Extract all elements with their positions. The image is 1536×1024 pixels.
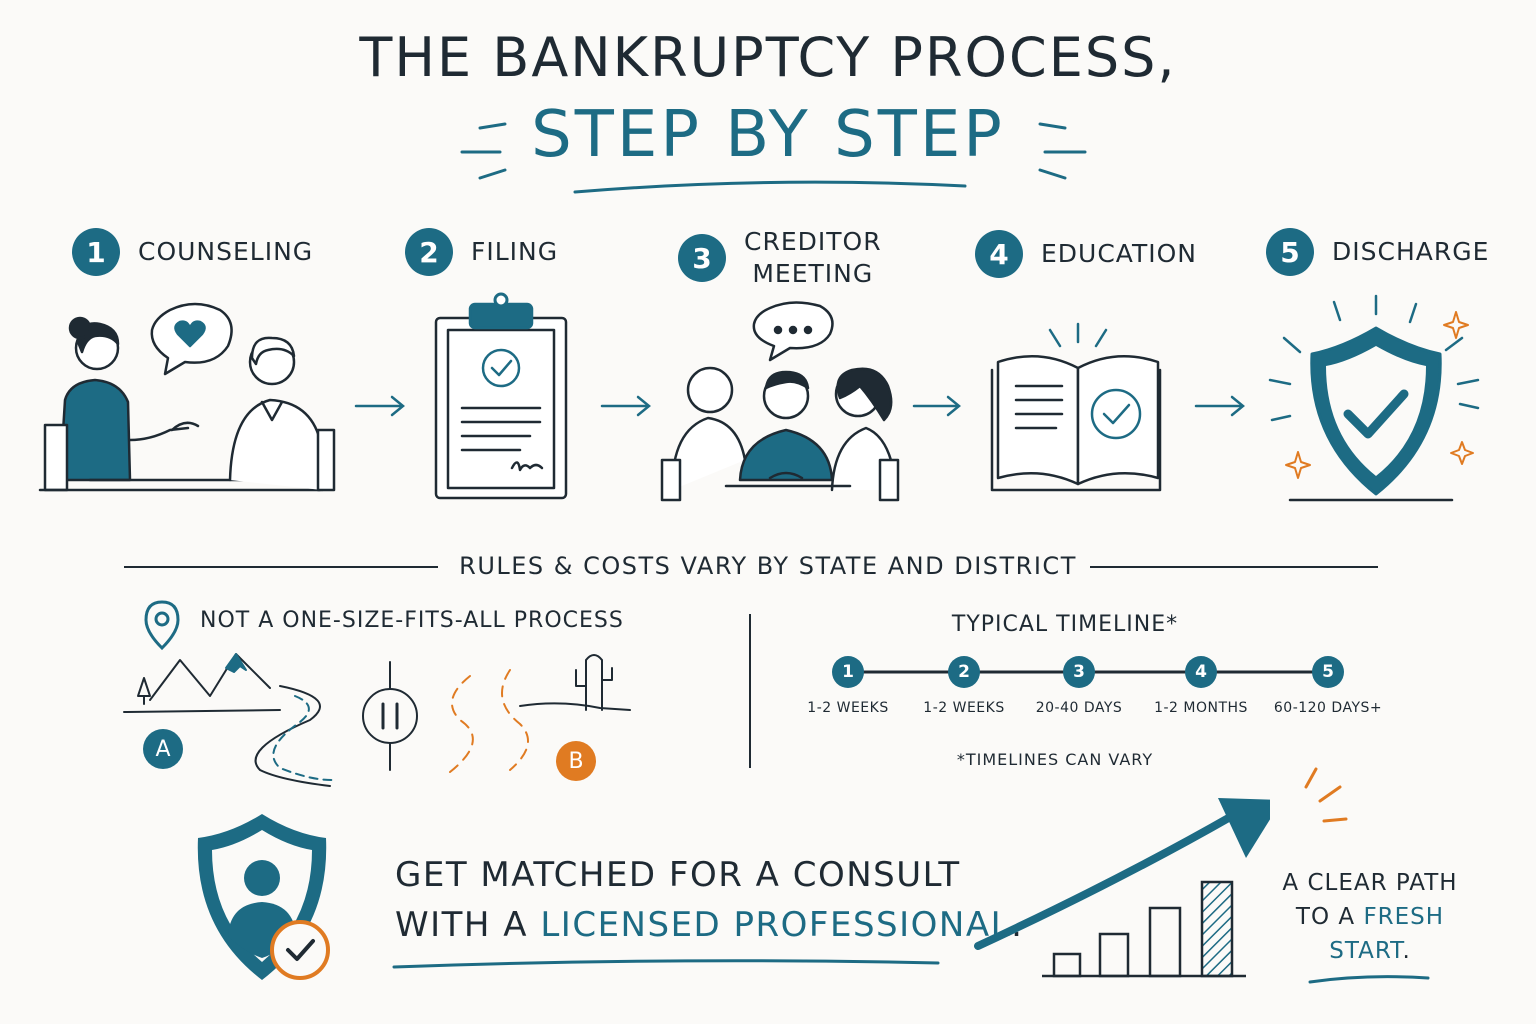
path-a-badge: A — [143, 729, 183, 769]
fresh-highlight: FRESH — [1363, 904, 1445, 930]
timeline-point-3: 3 — [1063, 656, 1095, 688]
step-5-header: 5 DISCHARGE — [1266, 228, 1489, 276]
step-3-number: 3 — [678, 234, 726, 282]
growth-chart-illustration — [974, 798, 1270, 978]
step-5-label: DISCHARGE — [1332, 237, 1490, 266]
timeline-footnote: *TIMELINES CAN VARY — [956, 750, 1154, 769]
consult-cta-line2: WITH A LICENSED PROFESSIONAL. — [395, 900, 1023, 950]
fresh-start-line2: TO A FRESH — [1270, 900, 1470, 934]
steps-illustrations — [38, 292, 1480, 502]
section-divider — [749, 614, 751, 768]
variation-caption: NOT A ONE-SIZE-FITS-ALL PROCESS — [200, 608, 624, 633]
timeline-point-1: 1 — [832, 656, 864, 688]
book-illustration — [990, 322, 1162, 492]
fresh-start-underline — [1308, 975, 1430, 984]
step-4-number: 4 — [975, 230, 1023, 278]
cta-underline — [392, 959, 940, 969]
title-decoration — [460, 122, 1087, 194]
timeline-duration-2: 1-2 WEEKS — [923, 700, 1005, 716]
fresh-start-line3: START. — [1270, 934, 1470, 968]
step-3-label-line2: MEETING — [752, 259, 874, 288]
fresh-start-suffix: . — [1402, 938, 1411, 964]
step-3-header: 3 CREDITOR MEETING — [678, 226, 882, 290]
path-b-badge: B — [556, 741, 596, 781]
rules-note: RULES & COSTS VARY BY STATE AND DISTRICT — [459, 552, 1077, 580]
fresh-start-line1: A CLEAR PATH — [1282, 870, 1458, 896]
page-title: THE BANKRUPTCY PROCESS, — [359, 26, 1177, 89]
step-1-label: COUNSELING — [138, 237, 314, 266]
consult-cta-prefix: WITH A — [395, 905, 541, 945]
licensed-shield-icon — [197, 814, 330, 980]
meeting-illustration — [660, 301, 900, 502]
timeline-duration-1: 1-2 WEEKS — [807, 700, 889, 716]
timeline-point-5: 5 — [1312, 656, 1344, 688]
step-5-number: 5 — [1266, 228, 1314, 276]
timeline-duration-5: 60-120 DAYS+ — [1273, 700, 1383, 716]
step-1-header: 1 COUNSELING — [72, 228, 313, 276]
timeline-title: TYPICAL TIMELINE* — [951, 612, 1179, 637]
shield-check-illustration — [1268, 294, 1480, 502]
step-2-header: 2 FILING — [405, 228, 558, 276]
page-subtitle: STEP BY STEP — [531, 98, 1005, 172]
timeline-duration-3: 20-40 DAYS — [1035, 700, 1123, 716]
fresh-start-caption: A CLEAR PATH TO A FRESH START. — [1270, 866, 1470, 968]
timeline-duration-4: 1-2 MONTHS — [1154, 700, 1248, 716]
step-1-number: 1 — [72, 228, 120, 276]
step-3-label: CREDITOR MEETING — [744, 226, 882, 290]
timeline-point-2: 2 — [948, 656, 980, 688]
licensed-professional-highlight: LICENSED PROFESSIONAL — [540, 905, 1012, 945]
start-highlight: START — [1329, 938, 1403, 964]
burst-lines — [1304, 767, 1348, 823]
clipboard-illustration — [434, 292, 568, 500]
consult-cta: GET MATCHED FOR A CONSULT WITH A LICENSE… — [395, 850, 1023, 950]
location-pin-icon — [144, 600, 180, 651]
rules-divider — [124, 566, 1378, 568]
consult-cta-line1: GET MATCHED FOR A CONSULT — [395, 855, 961, 895]
step-4-label: EDUCATION — [1041, 239, 1197, 268]
timeline-point-4: 4 — [1185, 656, 1217, 688]
counseling-illustration — [38, 302, 336, 492]
step-4-header: 4 EDUCATION — [975, 230, 1197, 278]
step-2-label: FILING — [471, 237, 559, 266]
paths-illustration — [123, 653, 631, 787]
fresh-start-prefix: TO A — [1295, 904, 1364, 930]
step-3-label-line1: CREDITOR — [744, 227, 882, 256]
step-2-number: 2 — [405, 228, 453, 276]
